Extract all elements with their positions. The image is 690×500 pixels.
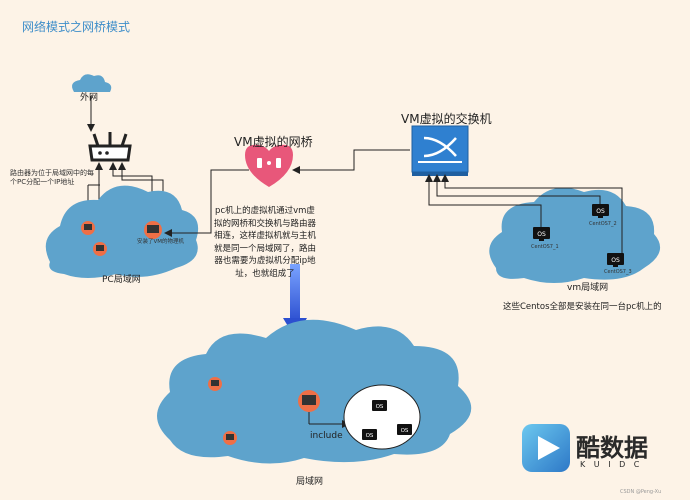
vm-node-name: CentOS7_3 [604,269,632,275]
vm-host-pc-icon [144,221,162,239]
pc-icon [81,221,95,235]
bridge-description: pc机上的虚拟机通过vm虚拟的网桥和交换机与路由器相连，这样虚拟机就与主机就是同… [213,206,316,279]
vm-bubble [343,384,421,450]
svg-text:OS: OS [537,231,546,238]
router-icon [88,132,132,162]
watermark-chars: 酷数据 [576,434,648,462]
svg-text:OS: OS [376,404,384,410]
svg-text:OS: OS [596,208,605,215]
host-pc-icon [298,390,320,412]
pc-icon [93,242,107,256]
svg-text:OS: OS [611,257,620,264]
include-label: include [310,431,343,441]
vm-node-name: CentOS7_1 [531,244,559,250]
os-icon: OS [397,424,412,435]
watermark-logo [522,424,570,472]
bridge-to-host-line [164,169,249,237]
vm-node-name: CentOS7_2 [589,221,617,227]
os-icon: OS [533,227,550,241]
vm-lan-cloud [489,187,661,283]
os-icon: OS [607,253,624,267]
external-network-label: 外网 [80,93,99,103]
lan-label: 局域网 [296,477,324,487]
watermark-letters: K U I D C [580,460,643,469]
pc-lan-cloud [45,185,199,278]
diagram-title: 网络模式之网桥模式 [22,20,131,34]
pc-lan-label: PC局域网 [102,275,141,285]
pc-icon [223,431,237,445]
external-cloud-icon [72,74,112,92]
watermark-credit: CSDN @Peng-Xu [620,489,662,495]
switch-label: VM虚拟的交换机 [401,112,492,126]
os-icon: OS [592,204,609,218]
vm-host-label: 安装了VM的物理机 [137,239,185,245]
router-note: 路由器为位于局域网中的每个PC分配一个IP地址 [10,169,94,186]
pc-icon [208,377,222,391]
switch-to-bridge-line [292,149,410,174]
switch-icon [411,125,469,176]
svg-text:OS: OS [401,428,409,434]
bridge-label: VM虚拟的网桥 [234,135,313,149]
bridge-icon [245,144,293,187]
svg-text:OS: OS [366,433,374,439]
vm-lan-note: 这些Centos全部是安装在同一台pc机上的 [503,302,662,312]
os-icon: OS [372,400,387,411]
os-icon: OS [362,429,377,440]
vm-lan-label: vm局域网 [567,283,609,293]
